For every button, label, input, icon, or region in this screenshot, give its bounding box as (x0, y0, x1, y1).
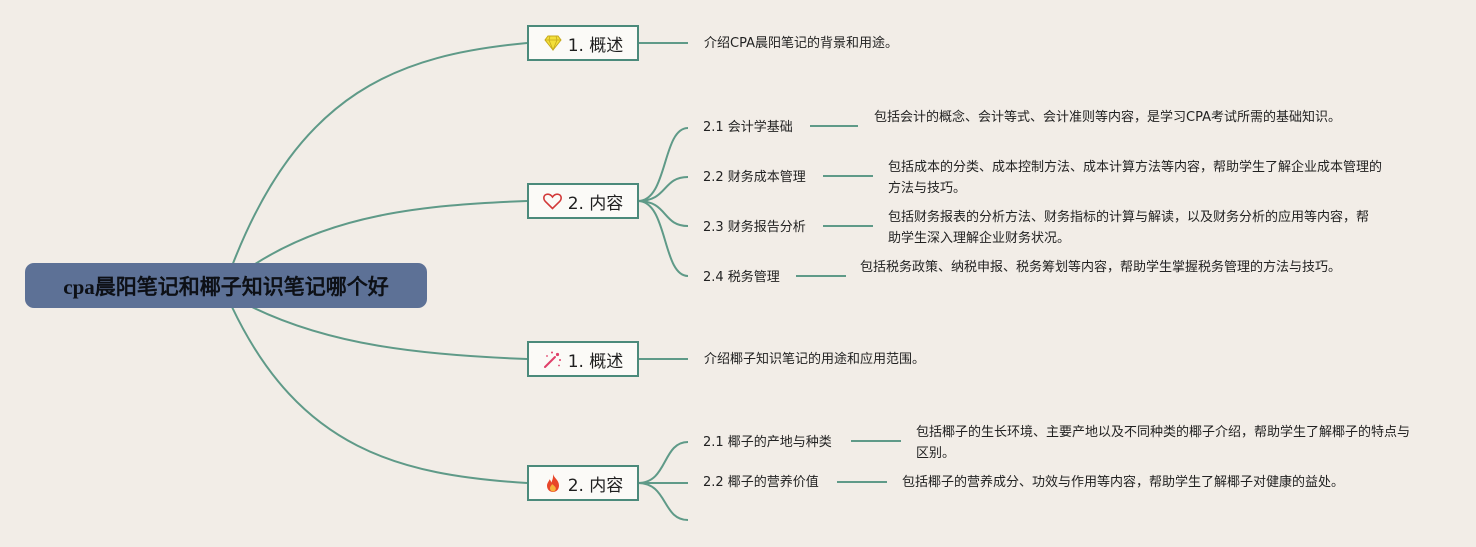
subtopic-tax-management[interactable]: 2.4 税务管理 (703, 270, 780, 285)
topic-coconut-overview[interactable]: 1. 概述 (527, 341, 639, 377)
desc-cost-management: 包括成本的分类、成本控制方法、成本计算方法等内容，帮助学生了解企业成本管理的方法… (888, 160, 1383, 196)
root-topic-label: cpa晨阳笔记和椰子知识笔记哪个好 (63, 274, 389, 299)
desc-coconut-origin: 包括椰子的生长环境、主要产地以及不同种类的椰子介绍，帮助学生了解椰子的特点与区别… (916, 425, 1411, 461)
desc-tax-management: 包括税务政策、纳税申报、税务筹划等内容，帮助学生掌握税务管理的方法与技巧。 (860, 260, 1342, 275)
root-topic[interactable]: cpa晨阳笔记和椰子知识笔记哪个好 (25, 263, 427, 308)
topic-cpa-overview[interactable]: 1. 概述 (527, 25, 639, 61)
desc-coconut-nutrition: 包括椰子的营养成分、功效与作用等内容，帮助学生了解椰子对健康的益处。 (902, 475, 1345, 490)
fire-icon (543, 473, 563, 493)
desc-accounting-basics: 包括会计的概念、会计等式、会计准则等内容，是学习CPA考试所需的基础知识。 (874, 110, 1341, 125)
subtopic-cost-management[interactable]: 2.2 财务成本管理 (703, 170, 806, 185)
desc-financial-report: 包括财务报表的分析方法、财务指标的计算与解读，以及财务分析的应用等内容，帮助学生… (888, 210, 1370, 246)
diamond-icon (543, 33, 563, 53)
heart-icon (543, 191, 563, 211)
desc-coconut-overview: 介绍椰子知识笔记的用途和应用范围。 (704, 352, 926, 367)
topic-label: 2. 内容 (567, 475, 624, 496)
topic-label: 1. 概述 (567, 351, 624, 372)
topic-label: 2. 内容 (567, 193, 624, 214)
topic-coconut-content[interactable]: 2. 内容 (527, 465, 639, 501)
desc-cpa-overview: 介绍CPA晨阳笔记的背景和用途。 (704, 36, 898, 51)
subtopic-financial-report[interactable]: 2.3 财务报告分析 (703, 220, 806, 235)
magic-wand-icon (543, 349, 563, 369)
subtopic-coconut-nutrition[interactable]: 2.2 椰子的营养价值 (703, 475, 819, 490)
subtopic-coconut-origin[interactable]: 2.1 椰子的产地与种类 (703, 435, 832, 450)
topic-label: 1. 概述 (567, 35, 624, 56)
topic-cpa-content[interactable]: 2. 内容 (527, 183, 639, 219)
subtopic-accounting-basics[interactable]: 2.1 会计学基础 (703, 120, 793, 135)
